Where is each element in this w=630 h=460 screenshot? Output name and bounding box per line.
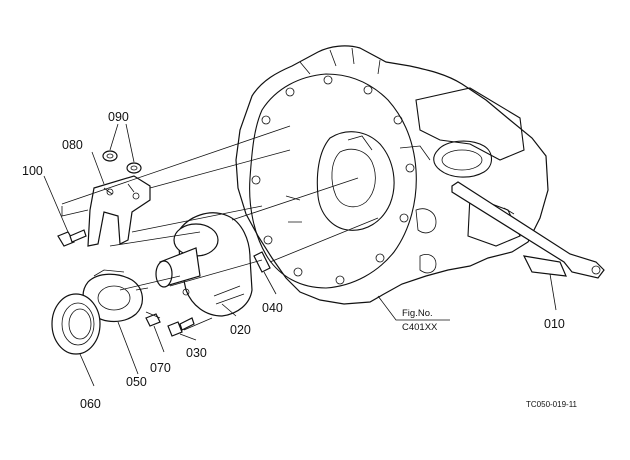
callout-labels: 100 080 090 060 050 070 030 020 040 010 <box>22 110 565 411</box>
part-020-bearing-holder <box>155 212 253 317</box>
callout-070: 070 <box>150 361 171 375</box>
part-040-pin <box>253 251 271 273</box>
part-010-lever <box>451 181 605 279</box>
figure-reference: Fig.No. C401XX <box>402 308 438 333</box>
callout-090: 090 <box>108 110 129 124</box>
part-050-release-bearing <box>82 269 149 323</box>
part-030-bolt <box>167 317 195 337</box>
assembly-guide-lines <box>61 125 379 331</box>
part-080-shift-fork <box>87 175 151 247</box>
callout-080: 080 <box>62 138 83 152</box>
callout-040: 040 <box>262 301 283 315</box>
callout-100: 100 <box>22 164 43 178</box>
figure-ref-label: Fig.No. <box>402 308 433 319</box>
part-090-washers <box>102 150 142 174</box>
callout-030: 030 <box>186 346 207 360</box>
clutch-housing <box>235 45 549 305</box>
leader-lines <box>43 123 557 387</box>
callout-060: 060 <box>80 397 101 411</box>
callout-050: 050 <box>126 375 147 389</box>
drawing-code: TC050-019-11 <box>526 400 578 409</box>
callout-010: 010 <box>544 317 565 331</box>
part-060-seal <box>51 293 101 355</box>
part-100-bolt <box>57 229 87 247</box>
figure-ref-code: C401XX <box>402 322 438 333</box>
part-070-pin <box>145 313 161 327</box>
callout-020: 020 <box>230 323 251 337</box>
